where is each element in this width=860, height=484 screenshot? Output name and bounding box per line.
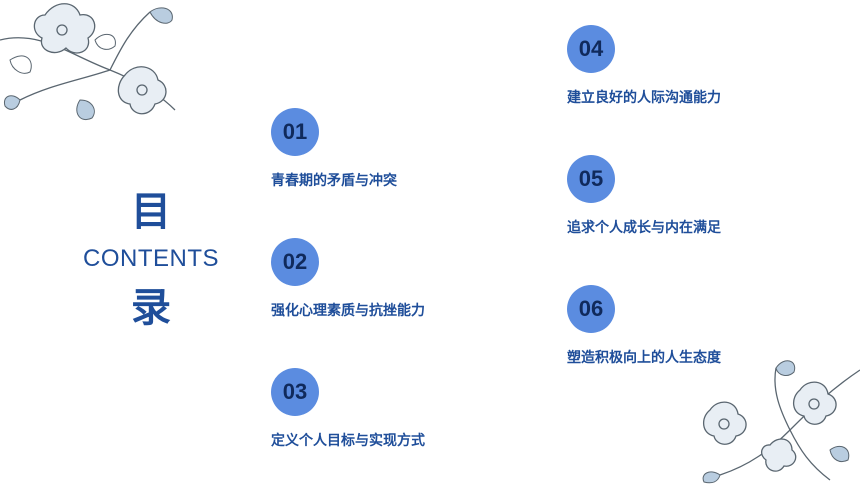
contents-item-01[interactable]: 01 青春期的矛盾与冲突 bbox=[271, 108, 397, 190]
contents-item-02[interactable]: 02 强化心理素质与抗挫能力 bbox=[271, 238, 425, 320]
contents-item-05[interactable]: 05 追求个人成长与内在满足 bbox=[567, 155, 721, 237]
item-number-circle: 01 bbox=[271, 108, 319, 156]
item-number-circle: 03 bbox=[271, 368, 319, 416]
item-label: 青春期的矛盾与冲突 bbox=[271, 173, 397, 189]
item-number-circle: 04 bbox=[567, 25, 615, 73]
floral-decoration-top-left bbox=[0, 3, 176, 120]
item-number-circle: 05 bbox=[567, 155, 615, 203]
item-label: 强化心理素质与抗挫能力 bbox=[271, 303, 425, 319]
contents-item-06[interactable]: 06 塑造积极向上的人生态度 bbox=[567, 285, 721, 367]
item-label: 定义个人目标与实现方式 bbox=[271, 433, 425, 449]
title-char-top: 目 bbox=[131, 189, 171, 235]
item-label: 塑造积极向上的人生态度 bbox=[567, 350, 721, 366]
item-label: 追求个人成长与内在满足 bbox=[567, 220, 721, 236]
item-number-circle: 06 bbox=[567, 285, 615, 333]
contents-item-04[interactable]: 04 建立良好的人际沟通能力 bbox=[567, 25, 721, 107]
contents-title: 目 CONTENTS 录 bbox=[76, 188, 226, 332]
item-label: 建立良好的人际沟通能力 bbox=[567, 90, 721, 106]
title-char-bottom: 录 bbox=[131, 285, 171, 331]
title-english: CONTENTS bbox=[83, 245, 219, 272]
floral-decoration-bottom-right bbox=[702, 360, 860, 484]
contents-item-03[interactable]: 03 定义个人目标与实现方式 bbox=[271, 368, 425, 450]
item-number-circle: 02 bbox=[271, 238, 319, 286]
